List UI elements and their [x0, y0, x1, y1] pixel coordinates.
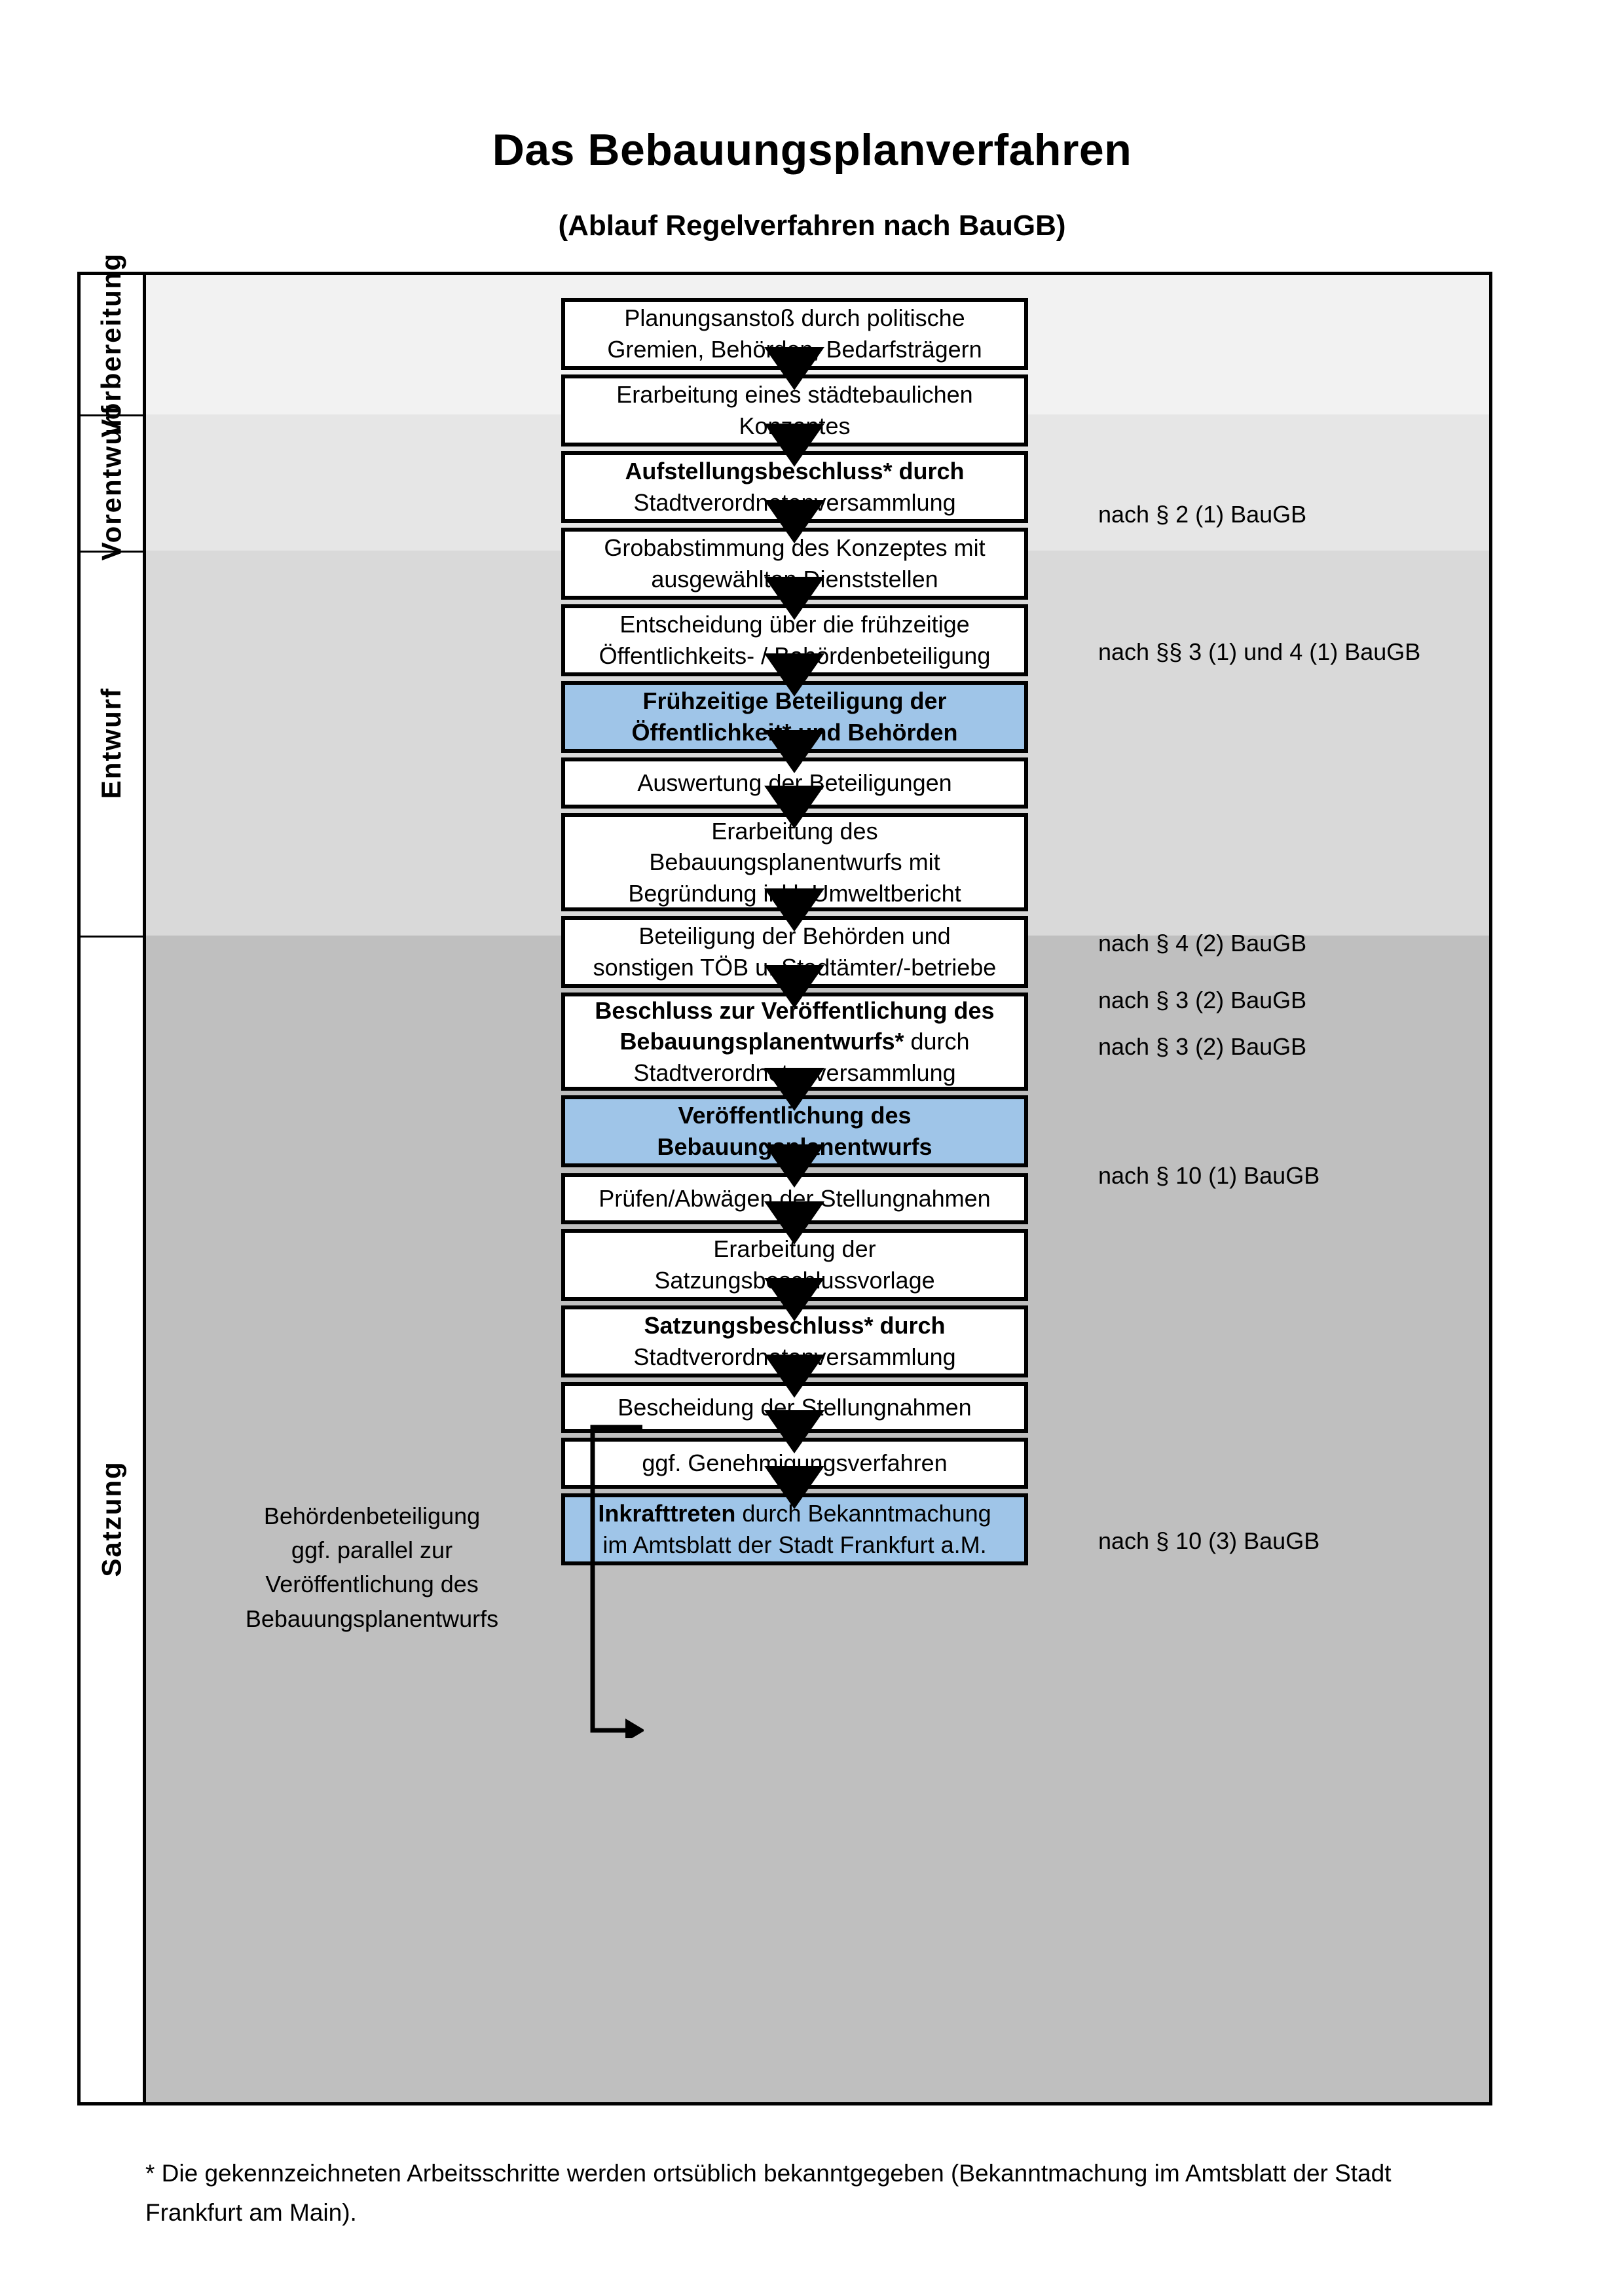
- box-line: Bebauungsplanentwurfs* durch: [619, 1028, 970, 1055]
- flow-arrow-down: [764, 888, 824, 932]
- flowchart-frame: Vorbereitung Vorentwurf Entwurf Satzung …: [77, 252, 1492, 2105]
- flow-arrow-down: [764, 653, 824, 697]
- flow-arrow-down: [764, 965, 824, 1008]
- legal-note-n1: nach § 2 (1) BauGB: [1098, 501, 1307, 528]
- footnote-text: * Die gekennzeichneten Arbeitsschritte w…: [145, 2160, 1392, 2226]
- legal-note-n6: nach § 10 (1) BauGB: [1098, 1162, 1320, 1189]
- flow-arrow-down: [764, 347, 824, 390]
- legal-note-n2: nach §§ 3 (1) und 4 (1) BauGB: [1098, 638, 1421, 665]
- flow-arrow-down: [764, 1410, 824, 1453]
- flow-arrow-down: [764, 1355, 824, 1398]
- phase-label-vorbereitung: Vorbereitung: [81, 252, 143, 437]
- side-note-line: Veröffentlichung des: [265, 1571, 479, 1598]
- legal-note-n5: nach § 3 (2) BauGB: [1098, 1033, 1307, 1060]
- box-line: im Amtsblatt der Stadt Frankfurt a.M.: [602, 1531, 987, 1558]
- flow-arrow-down: [764, 424, 824, 467]
- box-line: Bebauungsplanentwurfs mit: [649, 848, 940, 876]
- flow-arrow-down: [764, 500, 824, 543]
- flow-arrow-down: [764, 730, 824, 773]
- box-line-bold-part: Inkrafttreten: [598, 1500, 736, 1527]
- flow-arrow-down: [764, 1068, 824, 1111]
- process-box-s10[interactable]: Beschluss zur Veröffentlichung des Bebau…: [561, 993, 1028, 1091]
- box-line: Planungsanstoß durch politische: [624, 304, 965, 332]
- flow-arrow-down: [764, 1278, 824, 1321]
- legal-note-n4: nach § 3 (2) BauGB: [1098, 987, 1307, 1013]
- page-title: Das Bebauungsplanverfahren: [492, 125, 1132, 175]
- box-line: Inkrafttreten durch Bekanntmachung: [598, 1500, 991, 1527]
- side-annotation-behoerdenbeteiligung: Behördenbeteiligung ggf. parallel zur Ve…: [221, 1499, 523, 1636]
- side-note-line: ggf. parallel zur: [291, 1537, 453, 1564]
- flow-arrow-down: [764, 786, 824, 829]
- legal-note-n7: nach § 10 (3) BauGB: [1098, 1527, 1320, 1554]
- flow-arrow-down: [764, 577, 824, 620]
- phase-label-column: Vorbereitung Vorentwurf Entwurf Satzung: [81, 252, 146, 2102]
- legal-note-n3: nach § 4 (2) BauGB: [1098, 930, 1307, 957]
- phase-label-text: Satzung: [96, 1461, 127, 1577]
- page-subtitle: (Ablauf Regelverfahren nach BauGB): [558, 210, 1066, 242]
- phase-label-satzung: Satzung: [81, 936, 143, 2102]
- box-line-bold-part: Bebauungsplanentwurfs*: [619, 1028, 904, 1055]
- flow-arrow-down: [764, 1201, 824, 1245]
- flow-arrow-down: [764, 1466, 824, 1509]
- phase-label-text: Vorentwurf: [96, 404, 127, 561]
- phase-label-divider: [81, 414, 143, 416]
- feedback-loop-arrow: [590, 1425, 644, 1738]
- phase-label-divider: [81, 936, 143, 938]
- phase-label-divider: [81, 551, 143, 553]
- flow-arrow-down: [764, 1144, 824, 1188]
- side-note-line: Behördenbeteiligung: [263, 1503, 481, 1529]
- phase-label-entwurf: Entwurf: [81, 551, 143, 936]
- phase-label-text: Entwurf: [96, 687, 127, 799]
- side-note-line: Bebauungsplanentwurfs: [245, 1605, 499, 1632]
- phase-label-vorentwurf: Vorentwurf: [81, 405, 143, 561]
